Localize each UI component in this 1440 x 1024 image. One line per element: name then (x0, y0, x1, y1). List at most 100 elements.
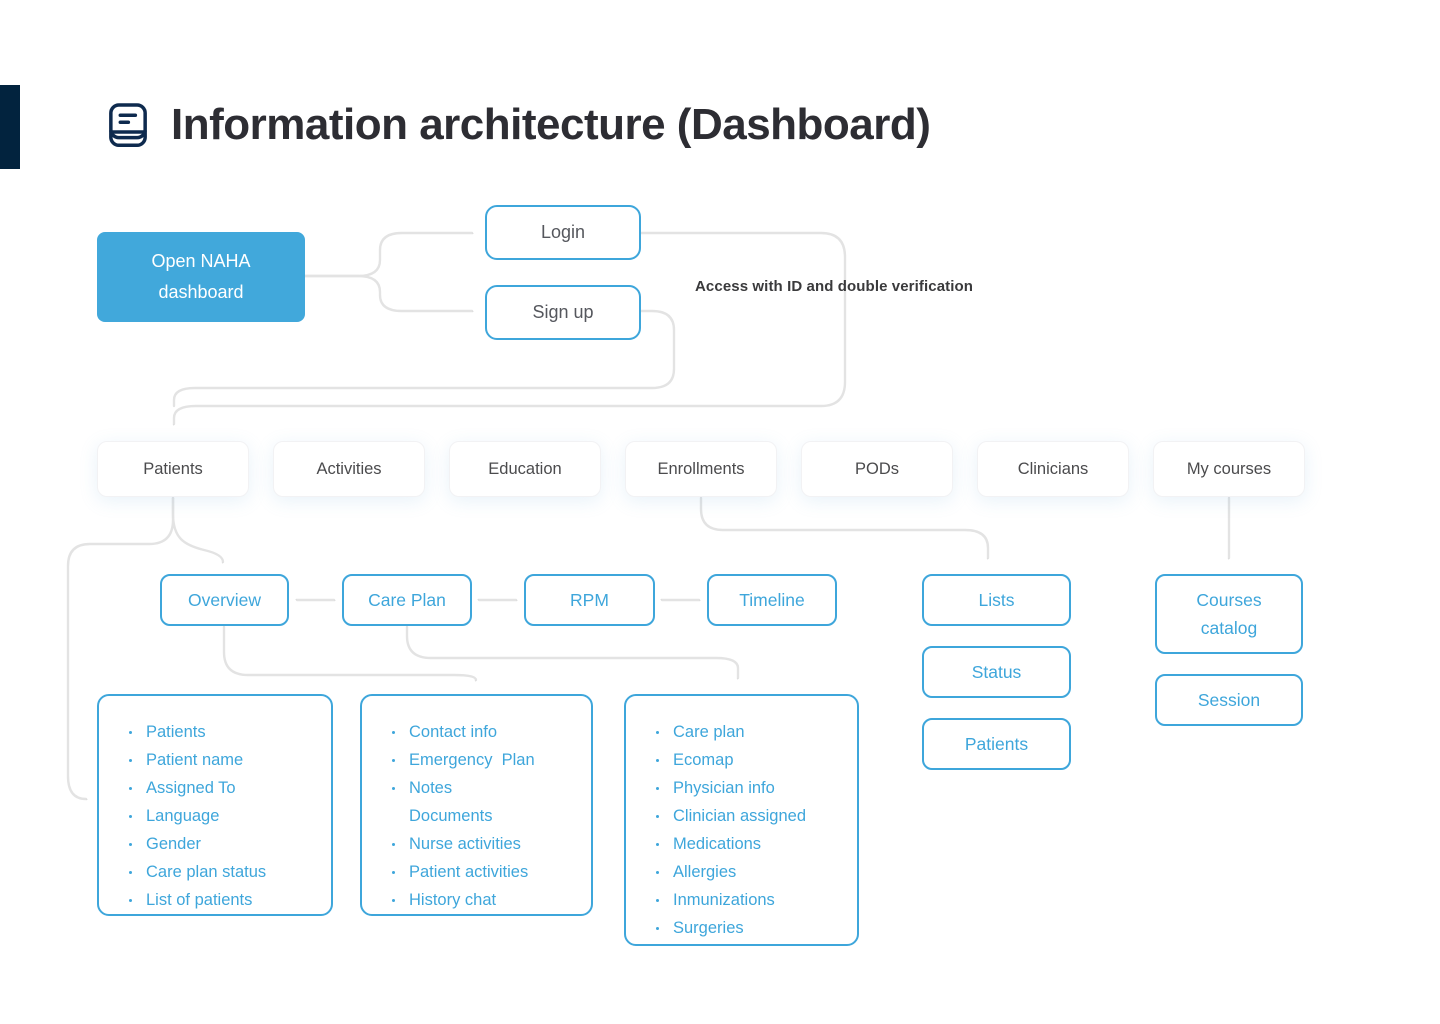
node-nav-enrollments: Enrollments (625, 441, 777, 497)
list-item-label: Notes (409, 778, 453, 797)
node-signup: Sign up (485, 285, 641, 340)
bullet-dot (656, 786, 659, 790)
bullet-dot (656, 730, 659, 734)
node-label: Overview (188, 590, 261, 610)
list-item: Care plan (656, 718, 847, 746)
list-item-label: Contact info (409, 722, 498, 741)
list-item: History chat (392, 886, 581, 914)
node-open-naha-dashboard: Open NAHA dashboard (97, 232, 305, 322)
list-item-label: Inmunizations (673, 890, 775, 909)
bullet-dot (392, 758, 395, 762)
list-item-label: Emergency Plan (409, 750, 535, 769)
node-label: RPM (570, 590, 609, 610)
bullet-dot (656, 758, 659, 762)
node-courses-catalog: Courses catalog (1155, 574, 1303, 654)
list-item: Patient activities (392, 858, 581, 886)
bullet-dot (129, 786, 132, 790)
node-login: Login (485, 205, 641, 260)
node-nav-education: Education (449, 441, 601, 497)
node-label: Patients (964, 734, 1029, 754)
bullet-dot (129, 758, 132, 762)
bullet-dot (129, 870, 132, 874)
list-item: Medications (656, 830, 847, 858)
list-item: Care plan status (129, 858, 321, 886)
node-label: Status (971, 662, 1022, 682)
list-item: Allergies (656, 858, 847, 886)
list-item: Gender (129, 830, 321, 858)
connector-start-to-login (303, 231, 472, 278)
node-label: Enrollments (657, 459, 745, 478)
list-item: Notes (392, 774, 581, 802)
node-session: Session (1155, 674, 1303, 726)
connector-signup-to-patients (172, 309, 676, 408)
annotation-access: Access with ID and double verification (695, 278, 974, 295)
journal-icon (107, 102, 149, 148)
node-lists: Lists (922, 574, 1071, 626)
connector-overview-to-details (222, 625, 478, 680)
bullet-dot (129, 842, 132, 846)
bullet-dot (656, 926, 659, 930)
node-nav-my-courses: My courses (1153, 441, 1305, 497)
list-item-label: List of patients (146, 890, 253, 909)
list-item-label: Language (146, 806, 220, 825)
page-title: Information architecture (Dashboard) (171, 100, 931, 149)
bullet-dot (392, 786, 395, 790)
node-label: Education (488, 459, 562, 478)
connector-careplan-to-details (405, 625, 740, 678)
node-label: Care Plan (368, 590, 446, 610)
node-nav-clinicians: Clinicians (977, 441, 1129, 497)
node-label: Sign up (532, 302, 594, 322)
list-item: Patients (129, 718, 321, 746)
node-label: Timeline (739, 590, 805, 610)
bullet-dot (656, 842, 659, 846)
list-item: Contact info (392, 718, 581, 746)
list-item-label: Allergies (673, 862, 737, 881)
bullet-dot (392, 730, 395, 734)
node-tab-care-plan: Care Plan (342, 574, 472, 626)
list-item-label: Gender (146, 834, 202, 853)
bullet-dot (392, 842, 395, 846)
list-item: Documents (392, 802, 581, 830)
bullet-dot (656, 814, 659, 818)
connector-start-to-signup (303, 274, 472, 311)
node-status: Status (922, 646, 1071, 698)
node-label: PODs (854, 459, 899, 478)
list-item: Language (129, 802, 321, 830)
node-nav-activities: Activities (273, 441, 425, 497)
list-item: List of patients (129, 886, 321, 914)
list-item-label: Documents (409, 806, 493, 825)
list-item-label: Patients (146, 722, 206, 741)
bullet-dot (392, 898, 395, 902)
bullet-dot (129, 814, 132, 818)
list-item: Patient name (129, 746, 321, 774)
node-tab-overview: Overview (160, 574, 289, 626)
list-item: Emergency Plan (392, 746, 581, 774)
bullet-dot (392, 870, 395, 874)
list-item-label: Medications (673, 834, 762, 853)
bullet-dot (656, 870, 659, 874)
node-patients-child: Patients (922, 718, 1071, 770)
list-item-label: Patient name (146, 750, 244, 769)
list-item: Surgeries (656, 914, 847, 942)
list-item-label: Assigned To (146, 778, 236, 797)
list-item-label: Care plan status (146, 862, 267, 881)
bullet-dot (129, 898, 132, 902)
list-item: Clinician assigned (656, 802, 847, 830)
list-item: Nurse activities (392, 830, 581, 858)
list-item-label: Patient activities (409, 862, 529, 881)
node-tab-rpm: RPM (524, 574, 655, 626)
bullet-dot (656, 898, 659, 902)
node-label: Courses catalog (1196, 590, 1262, 638)
list-item: Inmunizations (656, 886, 847, 914)
node-label: My courses (1186, 459, 1272, 478)
page-header: Information architecture (Dashboard) (107, 100, 931, 150)
node-label: Clinicians (1017, 459, 1089, 478)
node-label: Session (1197, 690, 1261, 710)
node-nav-pods: PODs (801, 441, 953, 497)
